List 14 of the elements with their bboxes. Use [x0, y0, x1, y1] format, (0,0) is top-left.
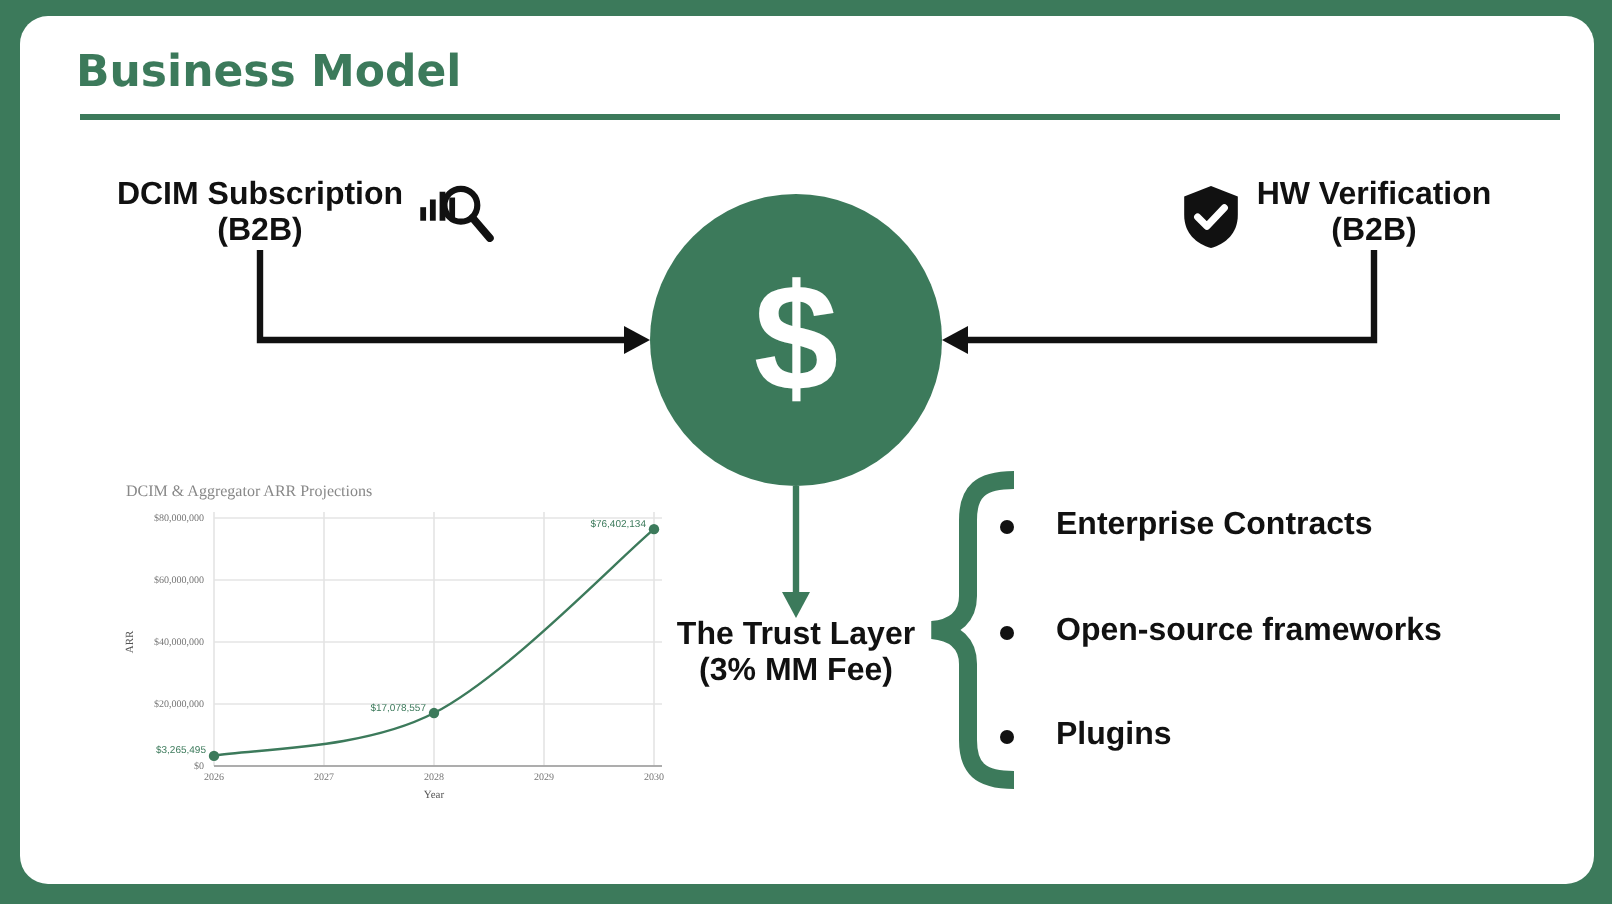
list-item: Enterprise Contracts — [1056, 506, 1373, 546]
page-title: Business Model — [76, 46, 462, 102]
list-item: Open-source frameworks — [1056, 612, 1442, 652]
list-item: Plugins — [1056, 716, 1172, 756]
arrow — [782, 486, 810, 618]
elbow-arrow — [256, 250, 650, 354]
point — [208, 750, 220, 762]
point — [428, 707, 440, 719]
node-label: The Trust Layer (3% MM Fee) — [656, 618, 936, 690]
chart-title: DCIM & Aggregator ARR Projections — [126, 484, 373, 500]
point — [648, 523, 660, 535]
node-label: HW Verification (B2B) — [1242, 178, 1506, 250]
node-label: DCIM Subscription (B2B) — [110, 178, 410, 250]
elbow-arrow — [942, 250, 1378, 354]
